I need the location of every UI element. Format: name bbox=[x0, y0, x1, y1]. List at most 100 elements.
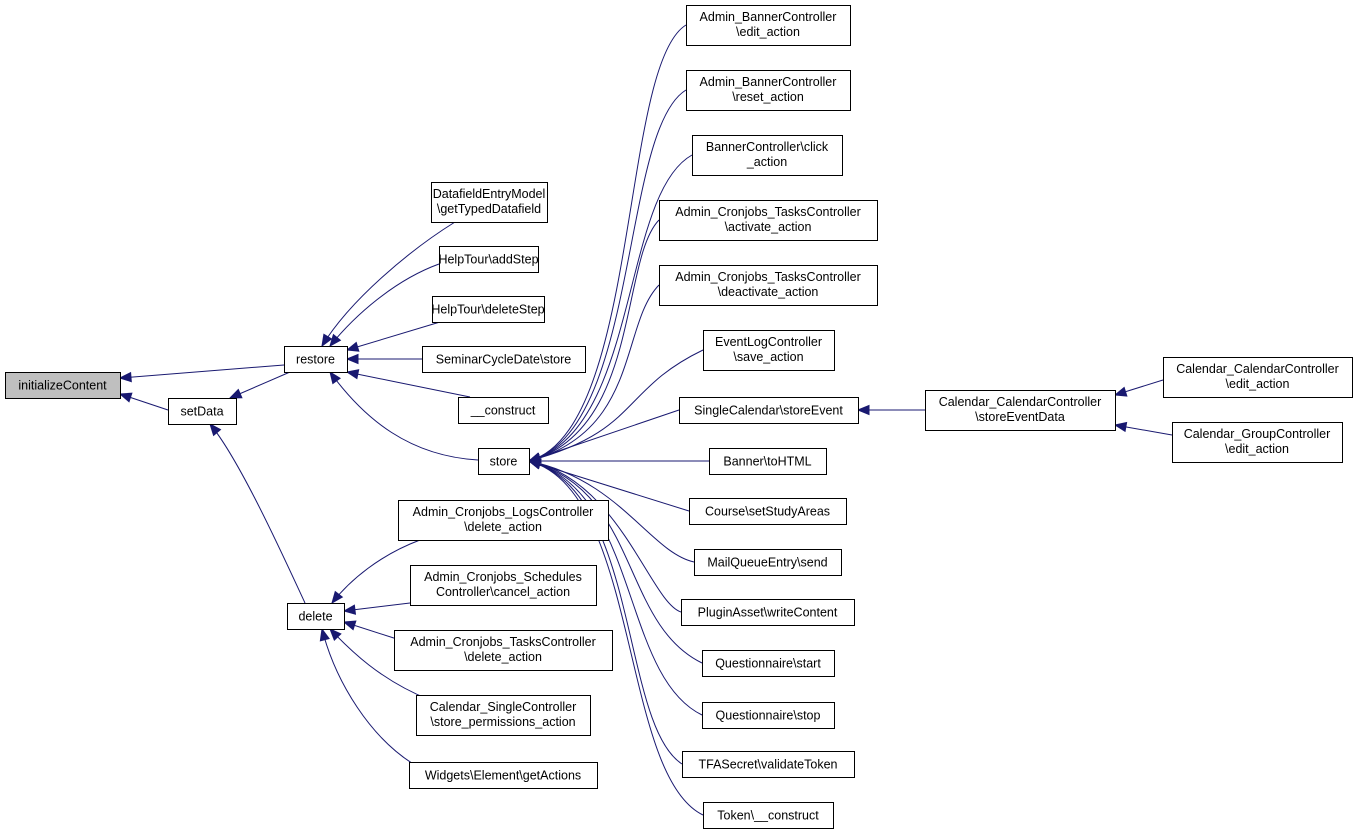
node-box bbox=[703, 802, 834, 829]
edge-delete-step-to-restore bbox=[345, 321, 441, 352]
edge-add-step-to-restore bbox=[329, 263, 440, 348]
node-delete-step[interactable]: HelpTour\deleteStep bbox=[431, 296, 545, 323]
node-label: Course\setStudyAreas bbox=[705, 505, 830, 519]
edge-arrowhead bbox=[321, 333, 333, 348]
node-initialize-content[interactable]: initializeContent bbox=[5, 372, 121, 399]
node-label: \deactivate_action bbox=[718, 285, 819, 299]
edge-arrowhead bbox=[345, 353, 359, 365]
node-single-store-perm[interactable]: Calendar_SingleController\store_permissi… bbox=[416, 695, 591, 736]
node-box bbox=[284, 346, 348, 373]
edge-arrowhead bbox=[209, 422, 222, 437]
node-store[interactable]: store bbox=[478, 448, 530, 475]
edge-line bbox=[209, 423, 306, 604]
edge-seminar-store-to-restore bbox=[345, 353, 422, 365]
node-label: store bbox=[490, 455, 518, 469]
node-logs-delete[interactable]: Admin_Cronjobs_LogsController\delete_act… bbox=[398, 500, 609, 541]
node-label: HelpTour\deleteStep bbox=[431, 303, 544, 317]
node-widgets-actions[interactable]: Widgets\Element\getActions bbox=[409, 762, 598, 789]
edge-line bbox=[346, 321, 441, 351]
edge-cal-edit-to-store-event-data bbox=[1113, 379, 1164, 397]
edge-datafield-to-restore bbox=[321, 221, 456, 348]
node-label: __construct bbox=[470, 404, 536, 418]
edge-arrowhead bbox=[228, 388, 243, 399]
node-box bbox=[409, 762, 598, 789]
node-box bbox=[1172, 422, 1343, 463]
node-tfa-validate[interactable]: TFASecret\validateToken bbox=[682, 751, 855, 778]
node-delete[interactable]: delete bbox=[287, 603, 345, 630]
edge-logs-delete-to-delete bbox=[331, 539, 421, 605]
node-label: setData bbox=[180, 405, 223, 419]
node-restore[interactable]: restore bbox=[284, 346, 348, 373]
node-event-log-save[interactable]: EventLogController\save_action bbox=[703, 330, 835, 371]
node-quest-stop[interactable]: Questionnaire\stop bbox=[702, 702, 835, 729]
node-box bbox=[681, 599, 855, 626]
edge-line bbox=[329, 263, 440, 347]
edge-arrowhead bbox=[527, 458, 542, 469]
node-sched-cancel[interactable]: Admin_Cronjobs_SchedulesController\cance… bbox=[410, 565, 597, 606]
edge-group-edit-to-store-event-data bbox=[1113, 421, 1173, 436]
edge-banner-edit-to-store bbox=[527, 24, 687, 464]
node-box bbox=[416, 695, 591, 736]
edge-construct-to-restore bbox=[345, 369, 471, 398]
edge-arrowhead bbox=[331, 590, 344, 605]
node-banner-html[interactable]: Banner\toHTML bbox=[709, 448, 827, 475]
node-label: Token\__construct bbox=[717, 809, 819, 823]
node-label: _action bbox=[746, 155, 787, 169]
edge-arrowhead bbox=[345, 369, 360, 380]
edge-tasks-delete-to-delete bbox=[342, 620, 401, 641]
node-add-step[interactable]: HelpTour\addStep bbox=[438, 246, 539, 273]
node-banner-reset[interactable]: Admin_BannerController\reset_action bbox=[686, 70, 851, 111]
node-label: DatafieldEntryModel bbox=[433, 187, 546, 201]
node-label: restore bbox=[296, 353, 335, 367]
node-box bbox=[422, 346, 586, 373]
node-box bbox=[410, 565, 597, 606]
node-label: Admin_Cronjobs_Schedules bbox=[424, 570, 582, 584]
edge-arrowhead bbox=[329, 370, 342, 385]
node-datafield[interactable]: DatafieldEntryModel\getTypedDatafield bbox=[431, 182, 548, 223]
edge-arrowhead bbox=[1113, 386, 1128, 397]
node-box bbox=[702, 650, 835, 677]
node-token-construct[interactable]: Token\__construct bbox=[703, 802, 834, 829]
node-label: SeminarCycleDate\store bbox=[436, 353, 572, 367]
edge-arrowhead bbox=[345, 341, 360, 352]
node-store-event-data[interactable]: Calendar_CalendarController\storeEventDa… bbox=[925, 390, 1116, 431]
node-tasks-delete[interactable]: Admin_Cronjobs_TasksController\delete_ac… bbox=[394, 630, 613, 671]
node-banner-edit[interactable]: Admin_BannerController\edit_action bbox=[686, 5, 851, 46]
node-course-areas[interactable]: Course\setStudyAreas bbox=[689, 498, 847, 525]
edge-arrowhead bbox=[329, 628, 342, 641]
node-plugin-write[interactable]: PluginAsset\writeContent bbox=[681, 599, 855, 626]
node-label: Admin_BannerController bbox=[700, 10, 837, 24]
edge-restore-to-initialize-content bbox=[118, 364, 285, 383]
node-box bbox=[925, 390, 1116, 431]
node-box bbox=[398, 500, 609, 541]
node-quest-start[interactable]: Questionnaire\start bbox=[702, 650, 835, 677]
node-label: \reset_action bbox=[732, 90, 804, 104]
node-label: \edit_action bbox=[736, 25, 800, 39]
node-construct[interactable]: __construct bbox=[458, 397, 549, 424]
node-cal-edit[interactable]: Calendar_CalendarController\edit_action bbox=[1163, 357, 1353, 398]
node-label: Calendar_GroupController bbox=[1184, 427, 1331, 441]
node-label: \activate_action bbox=[725, 220, 812, 234]
edge-line bbox=[331, 539, 421, 604]
node-label: \edit_action bbox=[1226, 377, 1290, 391]
node-seminar-store[interactable]: SeminarCycleDate\store bbox=[422, 346, 586, 373]
node-tasks-deactivate[interactable]: Admin_Cronjobs_TasksController\deactivat… bbox=[659, 265, 878, 306]
edge-line bbox=[528, 24, 687, 462]
edge-line bbox=[528, 460, 695, 563]
node-box bbox=[439, 246, 539, 273]
node-mail-send[interactable]: MailQueueEntry\send bbox=[694, 549, 842, 576]
node-group-edit[interactable]: Calendar_GroupController\edit_action bbox=[1172, 422, 1343, 463]
node-set-data[interactable]: setData bbox=[168, 398, 237, 425]
node-tasks-activate[interactable]: Admin_Cronjobs_TasksController\activate_… bbox=[659, 200, 878, 241]
node-label: PluginAsset\writeContent bbox=[698, 606, 838, 620]
node-box bbox=[686, 70, 851, 111]
edge-store-event-data-to-single-store-event bbox=[856, 404, 925, 416]
node-label: \getTypedDatafield bbox=[437, 202, 541, 216]
node-single-store-event[interactable]: SingleCalendar\storeEvent bbox=[679, 397, 859, 424]
node-box bbox=[702, 702, 835, 729]
node-label: Admin_Cronjobs_TasksController bbox=[675, 205, 861, 219]
node-banner-click[interactable]: BannerController\click_action bbox=[692, 135, 843, 176]
edge-line bbox=[329, 371, 479, 461]
node-box bbox=[5, 372, 121, 399]
